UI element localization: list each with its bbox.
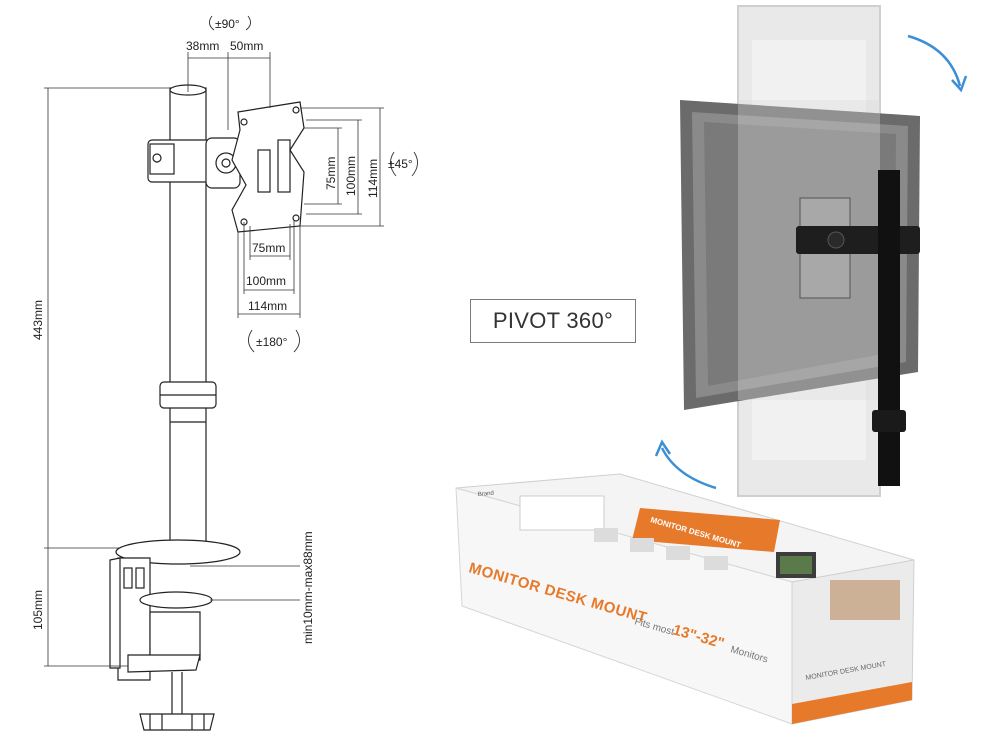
dimension-lines: [44, 52, 384, 667]
pivot-label: PIVOT 360°: [470, 299, 636, 343]
vesa-75-horizontal-label: 75mm: [252, 241, 285, 255]
pole-height-label: 443mm: [31, 300, 45, 340]
tilt-angle-label: ±90°: [215, 17, 240, 31]
box-brand: Brand: [478, 491, 494, 498]
vesa-100-vertical-label: 100mm: [344, 156, 358, 196]
vesa-114-horizontal-label: 114mm: [248, 299, 287, 313]
clamp-height-label: 105mm: [31, 590, 45, 630]
vesa-75-vertical-label: 75mm: [324, 157, 338, 190]
monitor-photo: [654, 5, 968, 497]
product-box: [455, 473, 915, 725]
rotate-angle-label: ±180°: [256, 335, 288, 349]
arm-offset-label: 38mm: [186, 39, 219, 53]
vesa-100-horizontal-label: 100mm: [246, 274, 286, 288]
desk-thickness-label: min10mm-max88mm: [301, 531, 315, 644]
vesa-114-vertical-label: 114mm: [366, 159, 380, 198]
angle-arcs: [209, 15, 418, 353]
technical-drawing: [109, 84, 305, 731]
dimension-labels: ±90° 38mm 50mm ±45° ±180° 75mm 100mm 114…: [31, 17, 413, 644]
plate-offset-label: 50mm: [230, 39, 263, 53]
swivel-angle-label: ±45°: [388, 157, 413, 171]
